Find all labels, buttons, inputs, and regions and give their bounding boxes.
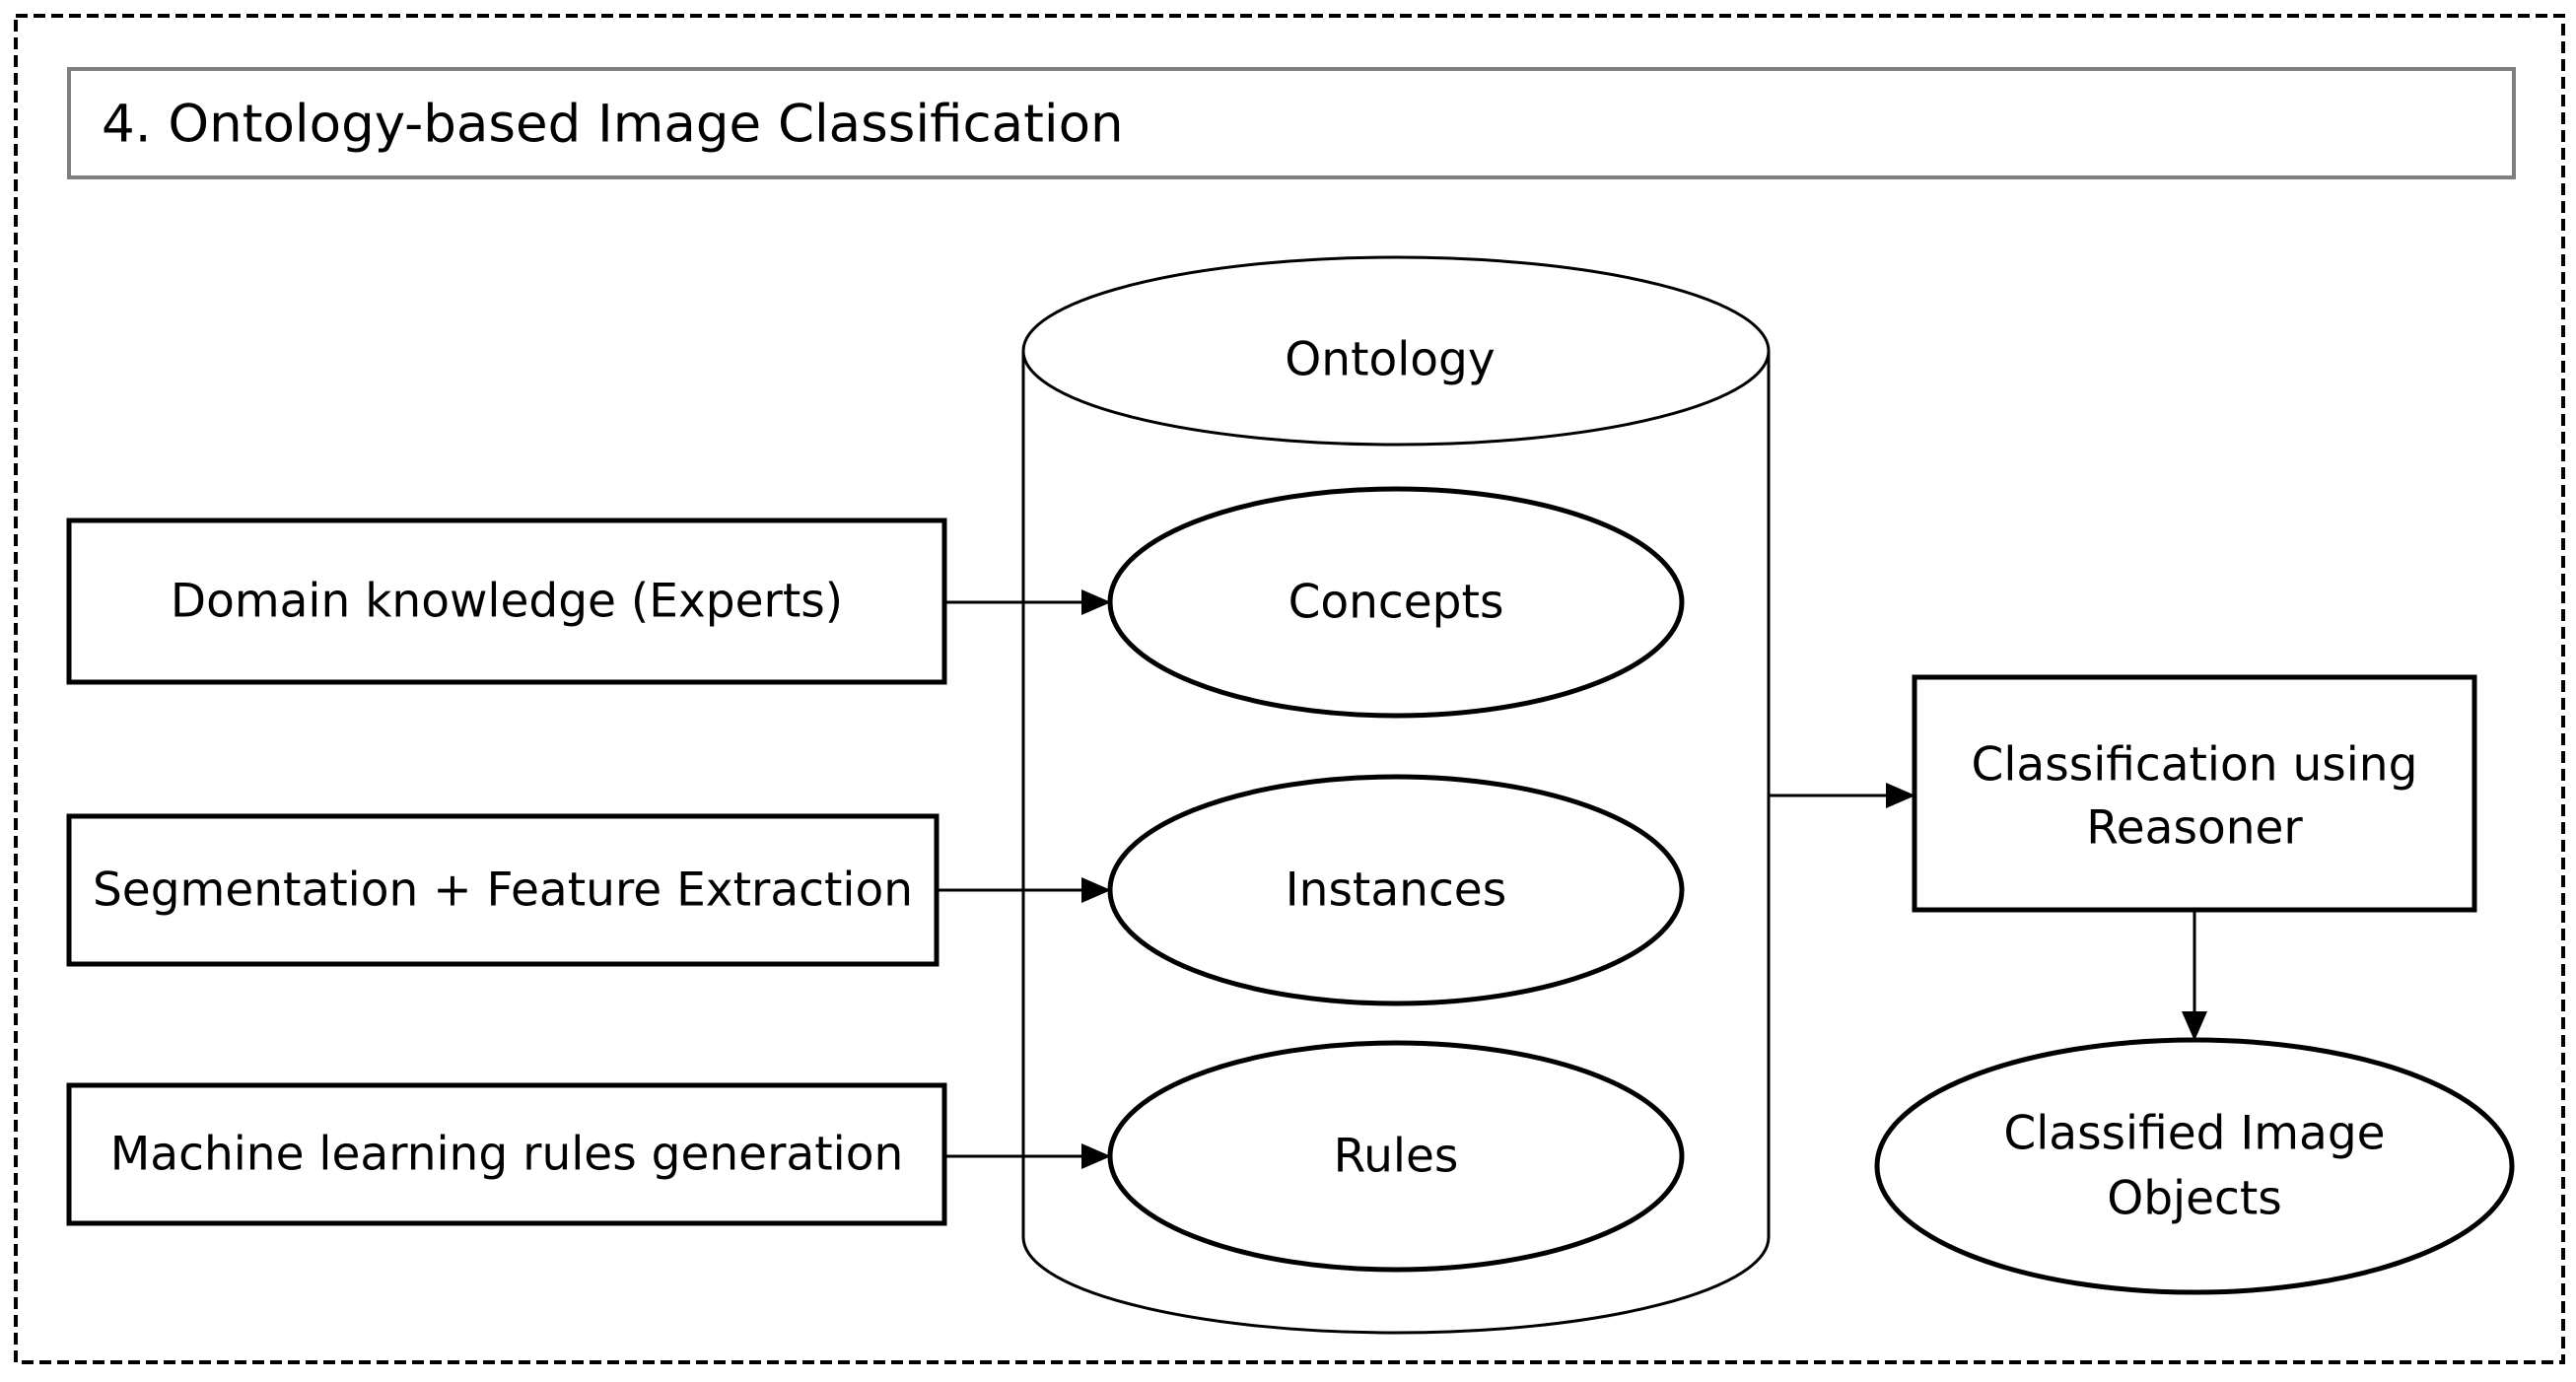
ml-rules-label: Machine learning rules generation [110, 1128, 904, 1182]
output-label-line2: Objects [2107, 1172, 2282, 1226]
concepts-label: Concepts [1288, 576, 1504, 630]
segmentation-node: Segmentation + Feature Extraction [66, 813, 940, 967]
output-label-line1: Classified Image [2003, 1107, 2385, 1161]
domain-knowledge-node: Domain knowledge (Experts) [66, 518, 947, 685]
rules-node: Rules [1107, 1040, 1685, 1273]
concepts-node: Concepts [1107, 486, 1685, 719]
classifier-label-line1: Classification using [1972, 738, 2418, 793]
outer-dashed-frame [14, 14, 2565, 1364]
domain-knowledge-label: Domain knowledge (Experts) [171, 575, 843, 629]
ml-rules-box [66, 1082, 947, 1226]
title-box [67, 67, 2516, 179]
instances-label: Instances [1286, 864, 1506, 918]
ontology-label: Ontology [1285, 333, 1495, 387]
classifier-label-line2: Reasoner [2086, 801, 2303, 856]
output-node: Classified Image Objects [1874, 1037, 2515, 1295]
ml-rules-node: Machine learning rules generation [66, 1082, 947, 1226]
page-title: 4. Ontology-based Image Classification [102, 95, 1124, 155]
rules-label: Rules [1334, 1130, 1459, 1184]
instances-node: Instances [1107, 774, 1685, 1006]
cylinder-top [1021, 255, 1771, 447]
classifier-node: Classification using Reasoner [1912, 674, 2477, 913]
segmentation-label: Segmentation + Feature Extraction [93, 864, 913, 918]
segmentation-box [66, 813, 940, 967]
domain-knowledge-box [66, 518, 947, 685]
output-ellipse [1874, 1037, 2515, 1295]
classifier-box [1912, 674, 2477, 913]
